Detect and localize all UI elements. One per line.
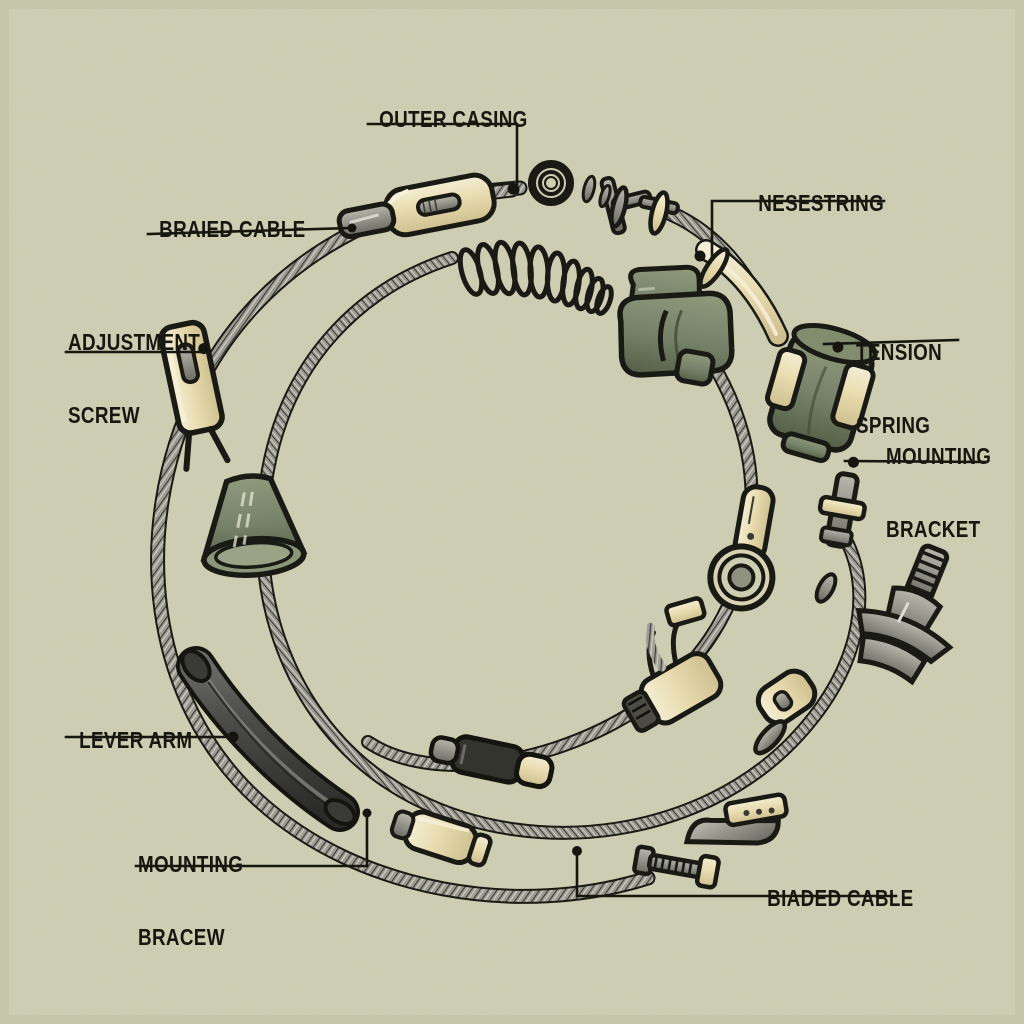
tapered-coil-spring	[457, 239, 614, 316]
t-handle-rod	[599, 176, 730, 289]
leader-lines	[64, 122, 988, 898]
cream-barrel-adjuster-top	[336, 172, 497, 239]
leader-outer-casing	[366, 122, 519, 188]
leader-nesestring	[710, 199, 886, 260]
small-washer	[814, 572, 838, 604]
mounting-bracket-clip	[817, 456, 867, 549]
cream-barrel-prong-fitting	[621, 596, 724, 733]
leader-mounting-bracew	[134, 811, 369, 868]
cone-and-bolt	[632, 792, 789, 890]
braided-cable-outer	[150, 180, 656, 904]
leader-mounting-bracket	[843, 459, 988, 464]
cream-barrel-nipple-right	[753, 668, 818, 756]
loose-small-parts	[347, 183, 612, 856]
leader-braied-cable	[146, 226, 354, 236]
leader-tension-spring	[822, 338, 960, 346]
leader-dot	[694, 250, 706, 262]
braided-cable-middle	[255, 251, 867, 840]
olive-cone-ferrule	[200, 473, 308, 578]
olive-plug-housing	[617, 264, 735, 387]
cream-barrel-nipple-bottom	[389, 809, 493, 868]
ring-eyelet-terminal	[707, 484, 776, 612]
dark-rubber-sleeve	[176, 646, 360, 832]
leader-biaded-cable	[575, 849, 898, 898]
threaded-bolt-end	[855, 543, 954, 686]
inline-dark-connector	[428, 734, 555, 790]
cream-barrel-adjuster-left	[158, 319, 231, 472]
